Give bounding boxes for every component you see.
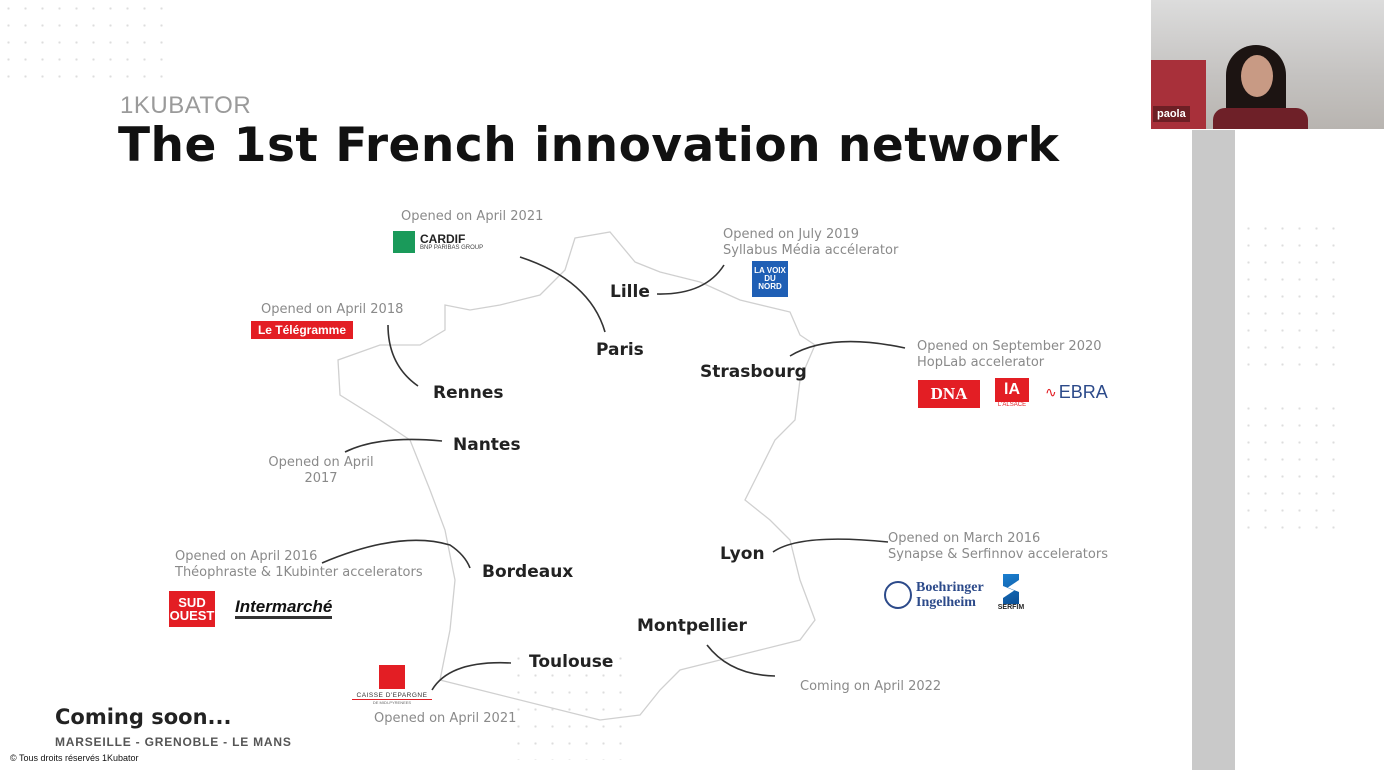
logo-serfim: SERFIM [994,574,1028,611]
city-bordeaux: Bordeaux [482,562,574,582]
connector-paris [519,256,606,333]
city-strasbourg: Strasbourg [700,362,807,382]
france-outline [337,231,816,721]
participant-clothing [1213,108,1308,129]
coming-soon-cities: MARSEILLE - GRENOBLE - LE MANS [55,735,292,749]
logo-telegramme: Le Télégramme [251,321,353,339]
logo-text: CAISSE D'EPARGNE [352,692,432,700]
dot-pattern [1240,220,1340,380]
participant-face [1241,55,1273,97]
city-toulouse: Toulouse [529,652,614,672]
boehringer-mark-icon [884,581,912,609]
note-toulouse: Opened on April 2021 [374,711,517,726]
connector-lille [656,264,725,295]
logo-voix-du-nord: LA VOIX DU NORD [752,261,788,297]
background-object [1151,60,1206,129]
note-line: Opened on April [268,455,374,470]
note-line: Syllabus Média accélerator [723,243,899,258]
note-line: 2017 [304,471,338,486]
note-line: Opened on September 2020 [917,339,1102,354]
connector-toulouse [431,661,512,691]
logo-text: OUEST [169,608,215,623]
connector-nantes [344,438,443,453]
note-montpellier: Coming on April 2022 [800,679,942,694]
connector-rennes [387,324,419,387]
slide-title: The 1st French innovation network [118,118,1060,173]
city-rennes: Rennes [433,383,504,403]
connector-montpellier [706,644,776,677]
participant-name: paola [1153,106,1190,122]
note-line: HopLab accelerator [917,355,1045,370]
logo-text: CARDIF [420,232,466,246]
logo-text: EBRA [1058,382,1108,402]
city-nantes: Nantes [453,435,521,455]
coming-soon-heading: Coming soon... [55,705,232,729]
ebra-wave-icon: ∿ [1045,384,1057,400]
dot-pattern [510,650,630,760]
logo-dna: DNA [918,380,980,408]
alsace-mark-icon: lA [995,378,1029,402]
note-line: Opened on July 2019 [723,227,860,242]
city-lille: Lille [610,282,650,302]
city-montpellier: Montpellier [637,616,747,636]
logo-subtext: L'ALSACE [997,402,1027,408]
connector-lyon [772,538,889,553]
note-line: Synapse & Serfinnov accelerators [888,547,1108,562]
logo-text: SUD [178,595,206,610]
city-lyon: Lyon [720,544,765,564]
copyright: © Tous droits réservés 1Kubator [10,753,139,763]
participant-video[interactable]: paola [1151,0,1384,129]
dot-pattern [1240,400,1340,530]
note-paris: Opened on April 2021 [401,209,544,224]
logo-text: Ingelheim [916,595,976,610]
logo-ebra: ∿EBRA [1045,382,1108,403]
note-line: Théophraste & 1Kubinter accelerators [175,565,423,580]
squirrel-icon [379,665,405,689]
brand-name: 1KUBATOR [120,92,252,119]
dot-pattern [0,0,165,80]
logo-text: Boehringer [916,580,984,595]
logo-text: SERFIM [997,604,1025,611]
note-line: Opened on March 2016 [888,531,1041,546]
note-rennes: Opened on April 2018 [261,302,404,317]
logo-subtext: DE MIDI-PYRENEES [372,700,412,705]
side-strip [1192,130,1235,770]
connector-strasbourg [789,340,906,357]
serfim-mark-icon [1003,574,1019,604]
logo-intermarche: Intermarché [235,598,333,619]
cardif-mark-icon [393,231,415,253]
logo-subtext: BNP PARIBAS GROUP [420,245,484,251]
city-paris: Paris [596,340,644,360]
connector-bordeaux [321,539,471,569]
note-line: Opened on April 2016 [175,549,318,564]
